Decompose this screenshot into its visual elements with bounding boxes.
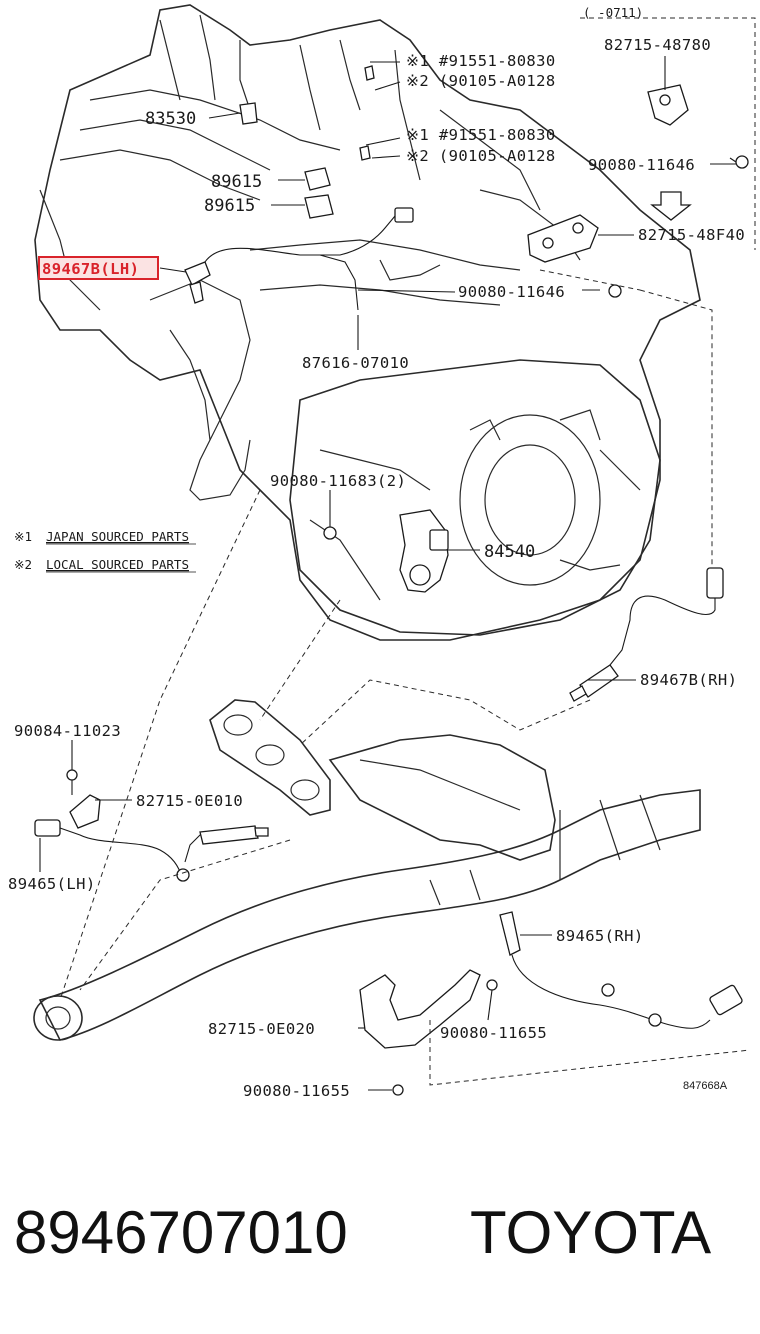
label-90080-11683[interactable]: 90080-11683(2): [270, 472, 406, 490]
label-82715-48f40[interactable]: 82715-48F40: [638, 226, 745, 244]
highlight-box: [38, 256, 159, 280]
label-90080-11646-a[interactable]: 90080-11646: [588, 156, 695, 174]
label-89467b-lh[interactable]: 89467B(LH): [42, 260, 139, 278]
leader-lines: [39, 56, 736, 1091]
label-90105-a0128-b[interactable]: ※2 (90105-A0128: [406, 147, 556, 165]
dashed-guides: [59, 17, 756, 1086]
notes-legend: ※1 JAPAN SOURCED PARTS ※2 LOCAL SOURCED …: [14, 529, 196, 573]
note-1-mark: ※1: [14, 529, 32, 544]
footer-brand: TOYOTA: [470, 1199, 711, 1266]
label-90080-11655-b[interactable]: 90080-11655: [243, 1082, 350, 1100]
arrow-down-icon: [650, 191, 692, 221]
label-89615-a[interactable]: 89615: [211, 172, 262, 192]
label-83530[interactable]: 83530: [145, 109, 196, 129]
label-90080-11646-b[interactable]: 90080-11646: [458, 283, 565, 301]
highlighted-part-89467b-lh[interactable]: 89467B(LH): [38, 256, 159, 280]
label-82715-0e020[interactable]: 82715-0E020: [208, 1020, 315, 1038]
label-89467b-rh[interactable]: 89467B(RH): [640, 671, 737, 689]
label-89615-b[interactable]: 89615: [204, 196, 255, 216]
label-82715-48780[interactable]: 82715-48780: [604, 36, 711, 54]
note-2-mark: ※2: [14, 557, 32, 572]
oxygen-sensor-lh-upper: [184, 207, 414, 311]
label-89465-rh[interactable]: 89465(RH): [556, 927, 644, 945]
date-range: ( -0711): [583, 5, 643, 20]
label-87616-07010[interactable]: 87616-07010: [302, 354, 409, 372]
exhaust-pipe: [33, 789, 701, 1041]
figure-id: 847668A: [683, 1080, 728, 1092]
label-91551-80830-a[interactable]: ※1 #91551-80830: [406, 52, 556, 70]
oxygen-sensor-rh-upper: [569, 567, 724, 702]
connector-group: [239, 65, 375, 219]
neutral-start-switch: [323, 509, 449, 593]
bracket-82715-0e020: [359, 969, 498, 1096]
oxygen-sensor-rh-lower: [499, 911, 743, 1029]
bracket-82715-48f40: [527, 214, 622, 298]
label-90105-a0128-a[interactable]: ※2 (90105-A0128: [406, 72, 556, 90]
label-82715-0e010[interactable]: 82715-0E010: [136, 792, 243, 810]
label-84540[interactable]: 84540: [484, 542, 535, 562]
label-89465-lh[interactable]: 89465(LH): [8, 875, 96, 893]
label-90084-11023[interactable]: 90084-11023: [14, 722, 121, 740]
footer-part-number: 8946707010: [14, 1199, 348, 1266]
oxygen-sensor-lh-lower: [34, 769, 269, 882]
label-91551-80830-b[interactable]: ※1 #91551-80830: [406, 126, 556, 144]
note-1-text: JAPAN SOURCED PARTS: [46, 529, 189, 544]
label-90080-11655-a[interactable]: 90080-11655: [440, 1024, 547, 1042]
engine-illustration: [34, 4, 701, 641]
note-2-text: LOCAL SOURCED PARTS: [46, 557, 189, 572]
bracket-82715-48780: [647, 84, 749, 169]
exhaust-gasket: [209, 699, 556, 861]
